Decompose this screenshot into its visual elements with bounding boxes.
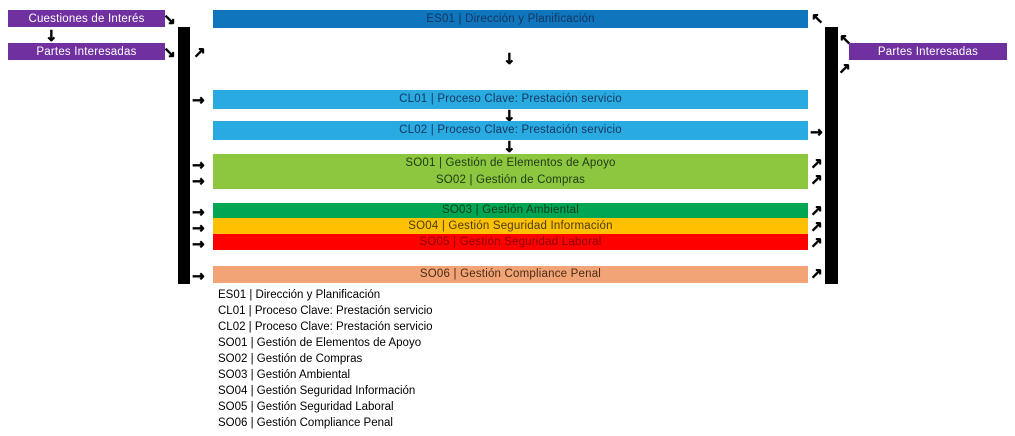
legend-item: SO05 | Gestión Seguridad Laboral bbox=[218, 401, 394, 413]
arrow-right-icon: → bbox=[192, 219, 205, 238]
arrow-up-right-icon: ↗ bbox=[810, 155, 823, 174]
process-bar-cl01: CL01 | Proceso Clave: Prestación servici… bbox=[213, 90, 808, 109]
arrow-down-icon: ↓ bbox=[503, 50, 516, 69]
process-bar-so06-label: SO06 | Gestión Compliance Penal bbox=[419, 268, 602, 280]
legend-item: SO03 | Gestión Ambiental bbox=[218, 369, 351, 381]
arrow-up-right-icon: ↗ bbox=[193, 44, 206, 63]
legend-item: SO04 | Gestión Seguridad Información bbox=[218, 385, 416, 397]
partes-interesadas-left-label: Partes Interesadas bbox=[36, 45, 137, 58]
legend-item: SO02 | Gestión de Compras bbox=[218, 353, 363, 365]
process-bar-so01-label: SO01 | Gestión de Elementos de Apoyo bbox=[405, 156, 616, 169]
left-connector-bar bbox=[178, 27, 190, 284]
arrow-down-right-icon: ↘ bbox=[163, 11, 176, 30]
process-bar-so04-label: SO04 | Gestión Seguridad Información bbox=[408, 219, 613, 232]
arrow-up-left-icon: ↖ bbox=[811, 10, 824, 29]
cuestiones-de-interes-box: Cuestiones de Interés bbox=[8, 10, 165, 27]
legend-item: SO06 | Gestión Compliance Penal bbox=[218, 417, 393, 429]
arrow-down-icon: ↓ bbox=[503, 138, 516, 157]
arrow-right-icon: → bbox=[192, 267, 205, 286]
arrow-up-right-icon: ↗ bbox=[810, 234, 823, 253]
process-bar-es01-label: ES01 | Dirección y Planificación bbox=[426, 12, 595, 25]
legend-item: CL02 | Proceso Clave: Prestación servici… bbox=[218, 321, 433, 333]
process-bar-es01: ES01 | Dirección y Planificación bbox=[213, 10, 808, 28]
process-bar-cl01-label: CL01 | Proceso Clave: Prestación servici… bbox=[399, 93, 622, 105]
arrow-right-icon: → bbox=[192, 91, 205, 110]
process-bar-so05-label: SO05 | Gestión Seguridad Laboral bbox=[419, 235, 602, 248]
partes-interesadas-left-box: Partes Interesadas bbox=[8, 43, 165, 60]
arrow-right-icon: → bbox=[192, 172, 205, 191]
arrow-up-left-icon: ↖ bbox=[839, 31, 852, 50]
arrow-up-right-icon: ↗ bbox=[810, 218, 823, 237]
legend-item: CL01 | Proceso Clave: Prestación servici… bbox=[218, 305, 433, 317]
process-bar-so04: SO04 | Gestión Seguridad Información bbox=[213, 218, 808, 234]
arrow-up-right-icon: ↗ bbox=[810, 202, 823, 221]
right-connector-bar bbox=[825, 27, 838, 284]
process-bar-cl02: CL02 | Proceso Clave: Prestación servici… bbox=[213, 121, 808, 140]
process-bar-so03: SO03 | Gestión Ambiental bbox=[213, 203, 808, 218]
legend-item: ES01 | Dirección y Planificación bbox=[218, 289, 381, 301]
process-legend: ES01 | Dirección y Planificación CL01 | … bbox=[218, 287, 433, 431]
process-bar-so01-so02: SO01 | Gestión de Elementos de Apoyo SO0… bbox=[213, 154, 808, 189]
arrow-up-right-icon: ↗ bbox=[810, 171, 823, 190]
arrow-down-icon: ↓ bbox=[45, 27, 58, 46]
partes-interesadas-right-box: Partes Interesadas bbox=[849, 43, 1007, 60]
process-bar-so02-label: SO02 | Gestión de Compras bbox=[435, 173, 586, 186]
cuestiones-de-interes-label: Cuestiones de Interés bbox=[28, 12, 145, 25]
arrow-up-right-icon: ↗ bbox=[838, 60, 851, 79]
process-bar-so06: SO06 | Gestión Compliance Penal bbox=[213, 266, 808, 283]
arrow-down-icon: ↓ bbox=[503, 107, 516, 126]
arrow-right-icon: → bbox=[192, 203, 205, 222]
process-bar-so05: SO05 | Gestión Seguridad Laboral bbox=[213, 234, 808, 250]
arrow-right-icon: → bbox=[192, 156, 205, 175]
arrow-down-right-icon: ↘ bbox=[163, 44, 176, 63]
process-bar-so03-label: SO03 | Gestión Ambiental bbox=[442, 204, 579, 216]
arrow-up-right-icon: ↗ bbox=[810, 265, 823, 284]
arrow-right-icon: → bbox=[810, 123, 823, 142]
arrow-right-icon: → bbox=[192, 235, 205, 254]
process-bar-cl02-label: CL02 | Proceso Clave: Prestación servici… bbox=[399, 124, 622, 136]
legend-item: SO01 | Gestión de Elementos de Apoyo bbox=[218, 337, 422, 349]
partes-interesadas-right-label: Partes Interesadas bbox=[877, 45, 979, 58]
